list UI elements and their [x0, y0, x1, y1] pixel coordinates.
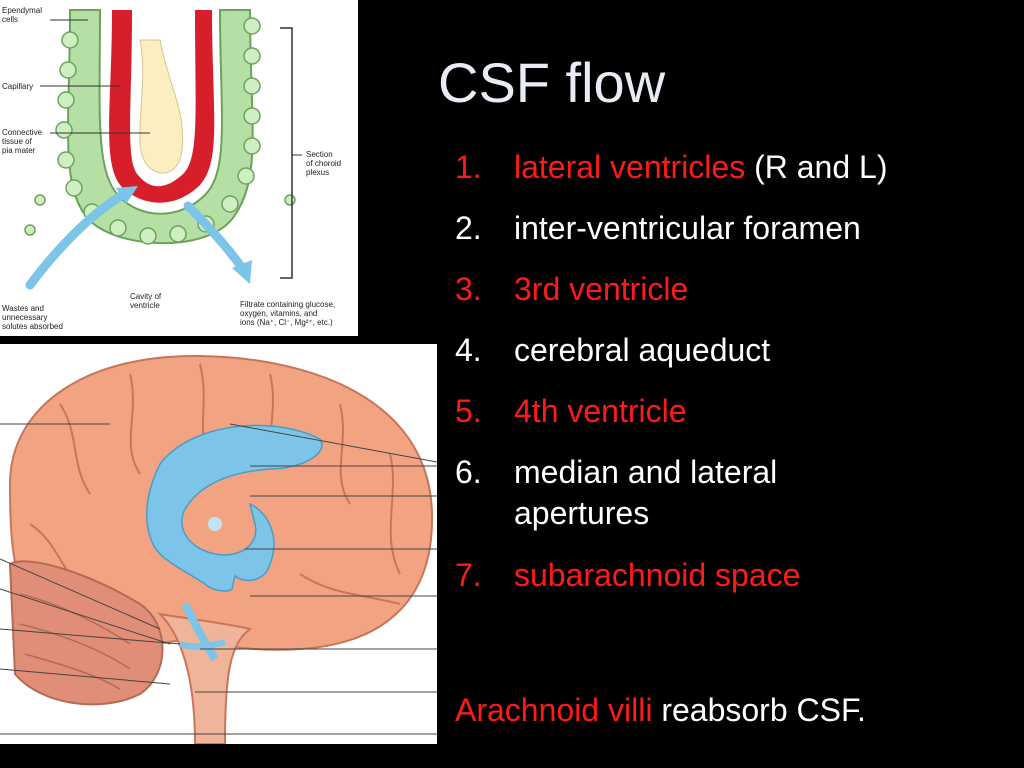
list-text: (R and L)	[745, 149, 888, 185]
list-highlight: 4th ventricle	[514, 393, 687, 429]
list-number: 7.	[455, 557, 482, 593]
list-item-5: 5. 4th ventricle	[455, 391, 1020, 431]
list-number: 5.	[455, 393, 482, 429]
label-wastes: Wastes and unnecessary solutes absorbed	[2, 304, 63, 331]
footer-highlight: Arachnoid villi	[455, 692, 653, 728]
list-number: 1.	[455, 149, 482, 185]
label-capillary: Capillary	[2, 82, 34, 91]
list-highlight: subarachnoid space	[514, 557, 801, 593]
list-text: median and lateral apertures	[514, 454, 778, 531]
list-number: 2.	[455, 210, 482, 246]
label-cavity-of-ventricle: Cavity of ventricle	[130, 292, 162, 310]
list-text: cerebral aqueduct	[514, 332, 771, 368]
list-number: 6.	[455, 454, 482, 490]
list-number: 4.	[455, 332, 482, 368]
list-item-1: 1. lateral ventricles (R and L)	[455, 147, 1020, 187]
choroid-plexus-figure: Ependymal cells Capillary Connective tis…	[0, 0, 358, 336]
list-item-6: 6. median and lateral apertures	[455, 452, 885, 534]
list-item-3: 3. 3rd ventricle	[455, 269, 1020, 309]
brain-ventricles-figure	[0, 344, 437, 744]
choroid-plexus-illustration	[24, 9, 302, 290]
csf-flow-list: 1. lateral ventricles (R and L) 2. inter…	[455, 147, 1020, 616]
label-section-choroid-plexus: Section of choroid plexus	[306, 150, 342, 177]
list-item-7: 7. subarachnoid space	[455, 555, 1020, 595]
list-item-4: 4. cerebral aqueduct	[455, 330, 1020, 370]
list-highlight: 3rd ventricle	[514, 271, 689, 307]
brain-ventricles-illustration	[0, 354, 437, 744]
label-filtrate: Filtrate containing glucose, oxygen, vit…	[240, 300, 336, 327]
footer-text: reabsorb CSF.	[652, 692, 866, 728]
list-text: inter-ventricular foramen	[514, 210, 861, 246]
list-number: 3.	[455, 271, 482, 307]
label-connective-tissue: Connective tissue of pia mater	[2, 128, 43, 155]
reabsorb-statement: Arachnoid villi reabsorb CSF.	[455, 690, 866, 730]
label-ependymal-cells: Ependymal cells	[2, 6, 43, 24]
list-item-2: 2. inter-ventricular foramen	[455, 208, 1020, 248]
list-highlight: lateral ventricles	[514, 149, 746, 185]
slide-title: CSF flow	[438, 51, 666, 114]
